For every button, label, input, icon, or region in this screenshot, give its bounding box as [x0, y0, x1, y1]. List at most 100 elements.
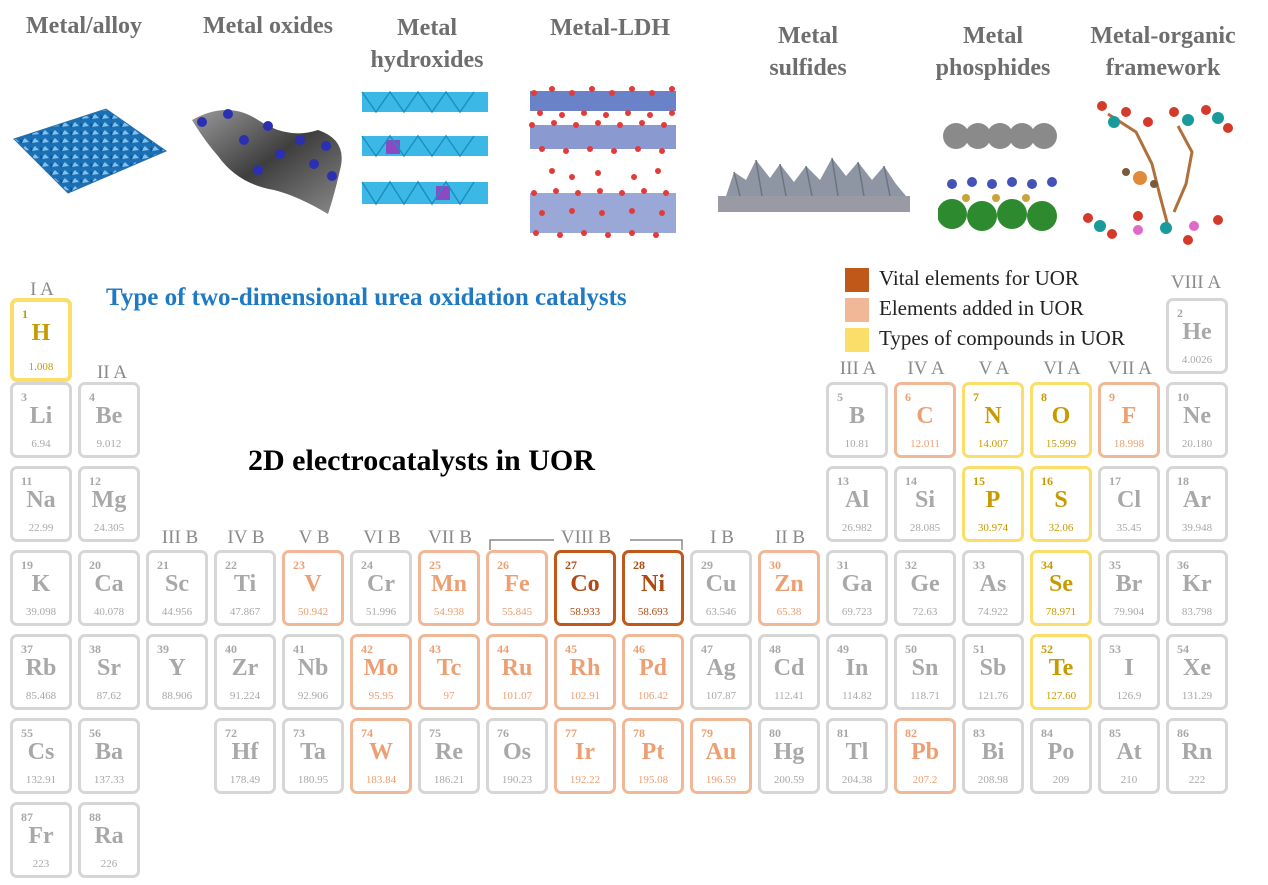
element-symbol: Pb	[910, 739, 939, 765]
element-symbol: Nb	[297, 655, 329, 681]
atomic-mass: 72.63	[912, 606, 938, 618]
atomic-number: 41	[293, 642, 305, 656]
atomic-mass: 137.33	[93, 774, 125, 786]
element-symbol: Cs	[27, 739, 55, 765]
atomic-mass: 118.71	[910, 690, 940, 702]
element-symbol: Si	[914, 487, 935, 513]
metal-alloy-illustration	[13, 108, 168, 194]
atomic-number: 33	[973, 558, 985, 572]
legend-swatch-compound	[845, 328, 869, 352]
element-symbol: Hg	[773, 739, 805, 765]
element-symbol: Zn	[774, 571, 804, 597]
element-symbol: Pt	[641, 739, 665, 765]
atomic-mass: 190.23	[501, 774, 533, 786]
element-symbol: Ge	[910, 571, 940, 597]
atomic-number: 88	[89, 810, 101, 824]
atomic-number: 19	[21, 558, 33, 572]
atomic-number: 37	[21, 642, 33, 656]
atomic-number: 26	[497, 558, 509, 572]
atomic-mass: 106.42	[637, 690, 669, 702]
atomic-number: 21	[157, 558, 169, 572]
group-label: V B	[298, 527, 330, 548]
element-symbol: Ti	[233, 571, 257, 597]
element-symbol: Tl	[845, 739, 869, 765]
atomic-number: 23	[293, 558, 305, 572]
atomic-mass: 30.974	[977, 522, 1009, 534]
atomic-number: 12	[89, 474, 101, 488]
electrocatalysts-title: 2D electrocatalysts in UOR	[248, 444, 595, 477]
element-symbol: Fr	[28, 823, 54, 849]
atomic-mass: 209	[1052, 774, 1070, 786]
atomic-number: 8	[1041, 390, 1047, 404]
atomic-mass: 51.996	[365, 606, 397, 618]
atomic-mass: 50.942	[297, 606, 329, 618]
atomic-mass: 10.81	[844, 438, 870, 450]
group-label: I A	[30, 279, 54, 300]
atomic-mass: 207.2	[912, 774, 938, 786]
atomic-mass: 127.60	[1045, 690, 1077, 702]
atomic-number: 1	[22, 307, 28, 321]
atomic-mass: 226	[100, 858, 118, 870]
group-viii-bracket	[489, 539, 683, 550]
atomic-mass: 47.867	[229, 606, 261, 618]
group-label: II B	[774, 527, 806, 548]
atomic-number: 78	[633, 726, 645, 740]
atomic-mass: 208.98	[977, 774, 1009, 786]
category-metal-sulfides: Metal sulfides	[769, 23, 847, 81]
atomic-mass: 101.07	[501, 690, 533, 702]
group-label: I B	[710, 527, 734, 548]
atomic-mass: 222	[1188, 774, 1206, 786]
element-symbol: F	[1121, 403, 1137, 429]
group-label: III B	[161, 527, 199, 548]
atomic-number: 46	[633, 642, 645, 656]
atomic-mass: 39.098	[25, 606, 57, 618]
atomic-number: 43	[429, 642, 441, 656]
atomic-number: 35	[1109, 558, 1121, 572]
atomic-mass: 204.38	[841, 774, 873, 786]
element-symbol: Ne	[1183, 403, 1211, 429]
element-symbol: Sb	[979, 655, 1007, 681]
element-symbol: N	[984, 403, 1002, 429]
element-symbol: W	[369, 739, 393, 765]
element-symbol: Zr	[231, 655, 259, 681]
atomic-mass: 55.845	[501, 606, 533, 618]
mof-illustration	[1083, 101, 1233, 245]
metal-phosphide-illustration	[938, 123, 1057, 231]
atomic-number: 22	[225, 558, 237, 572]
element-symbol: Ga	[841, 571, 873, 597]
atomic-number: 29	[701, 558, 713, 572]
atomic-number: 79	[701, 726, 713, 740]
atomic-mass: 39.948	[1181, 522, 1213, 534]
element-symbol: Te	[1048, 655, 1074, 681]
atomic-mass: 69.723	[841, 606, 873, 618]
atomic-number: 30	[769, 558, 781, 572]
category-metal-organic-framework: Metal-organic framework	[1090, 23, 1236, 81]
category-metal-oxides: Metal oxides	[203, 13, 333, 39]
atomic-number: 9	[1109, 390, 1115, 404]
atomic-mass: 26.982	[841, 522, 873, 534]
atomic-mass: 24.305	[93, 522, 125, 534]
category-metal-alloy: Metal/alloy	[26, 13, 142, 39]
